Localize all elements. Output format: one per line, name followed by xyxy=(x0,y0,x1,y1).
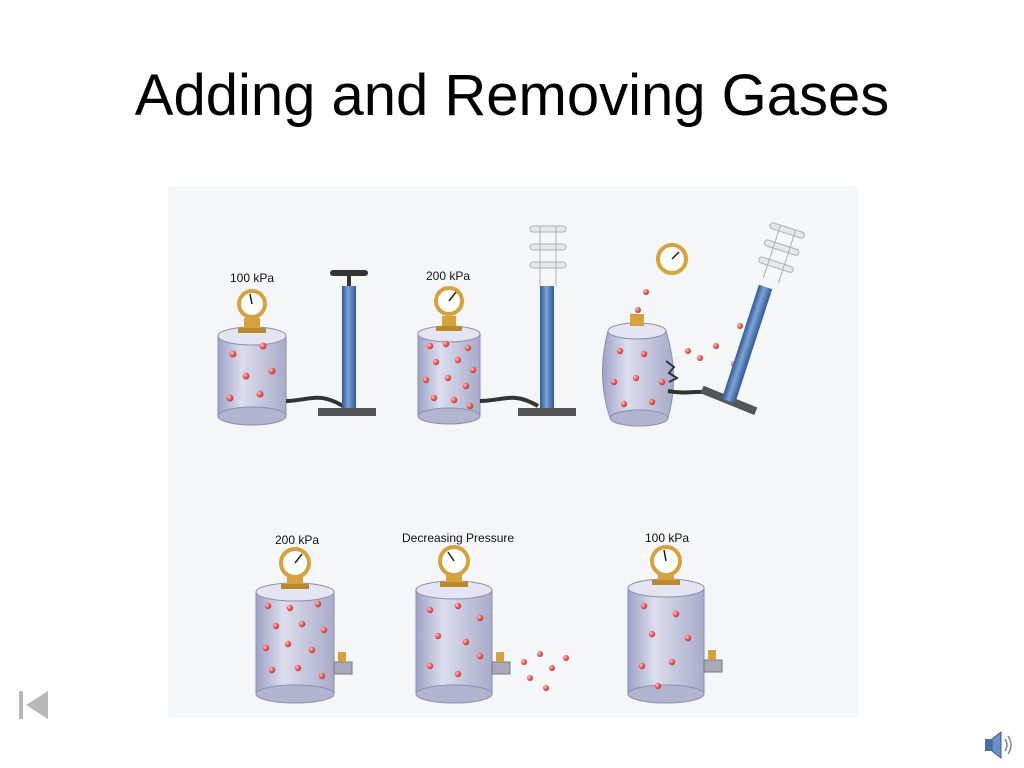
first-slide-button[interactable] xyxy=(14,688,52,722)
gauge-label-5: 100 kPa xyxy=(645,531,689,545)
speaker-icon xyxy=(985,730,1012,760)
gas-diagram: 100 kPa 200 kPa xyxy=(168,186,858,718)
gauge-label-4: Decreasing Pressure xyxy=(402,531,514,545)
first-slide-icon xyxy=(19,691,48,719)
gauge-label-2: 200 kPa xyxy=(426,269,470,283)
speaker-button[interactable] xyxy=(982,728,1018,762)
gauge-label-3: 200 kPa xyxy=(275,533,319,547)
hand-pump-3-tilted xyxy=(667,222,805,415)
tank-decreasing xyxy=(415,545,569,704)
hand-pump-1 xyxy=(285,270,376,416)
tank-100kpa xyxy=(217,289,287,426)
tank-100kpa-bottom xyxy=(627,545,723,704)
tank-200kpa-top xyxy=(417,286,481,425)
tank-bursting xyxy=(602,243,743,427)
tank-200kpa-bottom xyxy=(255,547,353,704)
hand-pump-2 xyxy=(479,225,576,416)
slide-title: Adding and Removing Gases xyxy=(134,63,890,128)
gauge-label-1: 100 kPa xyxy=(230,271,274,285)
